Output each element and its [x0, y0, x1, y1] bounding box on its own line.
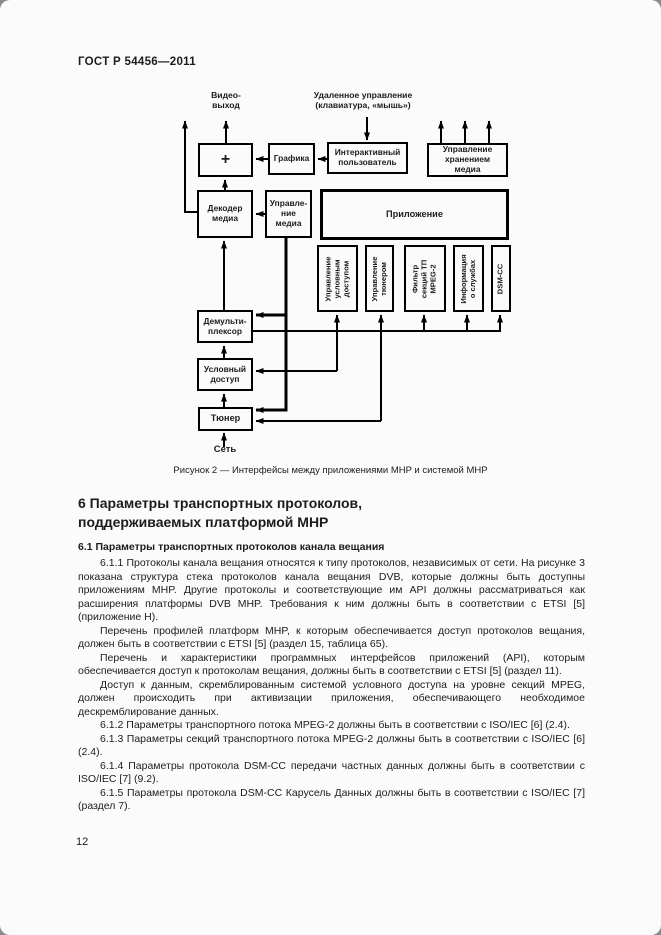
page-number: 12 — [76, 836, 89, 848]
media-storage-control-box: Управление хранением медиа — [427, 143, 508, 177]
paragraph-6-1-5: 6.1.5 Параметры протокола DSM-CC Карусел… — [78, 786, 585, 813]
tuner-control-box: Управление тюнером — [365, 245, 394, 312]
paragraph-6-1-4: 6.1.4 Параметры протокола DSM-CC передач… — [78, 759, 585, 786]
service-info-box: Информация о службах — [453, 245, 484, 312]
conditional-access-control-label: Управление условным доступом — [323, 256, 350, 301]
application-box: Приложение — [320, 189, 509, 240]
paragraph-6-1-3: 6.1.3 Параметры секций транспортного пот… — [78, 732, 585, 759]
conditional-access-control-box: Управление условным доступом — [317, 245, 358, 312]
network-label: Сеть — [213, 444, 237, 455]
tuner-control-label: Управление тюнером — [369, 256, 388, 301]
media-control-box: Управле- ние медиа — [265, 190, 312, 238]
paragraph-6-1-1: 6.1.1 Протоколы канала вещания относятся… — [78, 557, 585, 623]
paragraph-profiles: Перечень профилей платформ MHP, к которы… — [78, 624, 585, 651]
paragraph-scrambled-access: Доступ к данным, скремблированным систем… — [78, 678, 585, 718]
video-output-label: Видео- выход — [211, 90, 241, 111]
tuner-box: Тюнер — [198, 407, 253, 431]
demultiplexer-box: Демульти- плексор — [197, 310, 253, 343]
interactive-user-box: Интерактивный пользователь — [327, 142, 408, 174]
ts-section-filter-label: Фильтр секций ТП MPEG-2 — [410, 259, 438, 298]
subsection-heading: 6.1 Параметры транспортных протоколов ка… — [78, 541, 385, 553]
document-number: ГОСТ Р 54456—2011 — [78, 56, 196, 68]
service-info-label: Информация о службах — [458, 253, 477, 304]
ts-section-filter-box: Фильтр секций ТП MPEG-2 — [404, 245, 446, 312]
dsm-cc-box: DSM-CC — [491, 245, 511, 312]
diagram-connectors — [182, 117, 503, 447]
figure-caption: Рисунок 2 — Интерфейсы между приложениям… — [173, 465, 488, 476]
conditional-access-box: Условный доступ — [197, 358, 253, 391]
figure-2-diagram: Видео- выход Удаленное управление (клави… — [182, 90, 511, 455]
media-decoder-box: Декодер медиа — [197, 190, 253, 238]
section-heading: 6 Параметры транспортных протоколов, под… — [78, 495, 363, 530]
graphics-box: Графика — [268, 143, 315, 175]
mixer-box: + — [198, 143, 253, 177]
body-text: 6.1.1 Протоколы канала вещания относятся… — [78, 557, 585, 814]
dsm-cc-label: DSM-CC — [495, 263, 505, 294]
remote-control-label: Удаленное управление (клавиатура, «мышь»… — [313, 90, 413, 111]
paragraph-api: Перечень и характеристики программных ин… — [78, 651, 585, 678]
paragraph-6-1-2: 6.1.2 Параметры транспортного потока MPE… — [100, 719, 570, 731]
